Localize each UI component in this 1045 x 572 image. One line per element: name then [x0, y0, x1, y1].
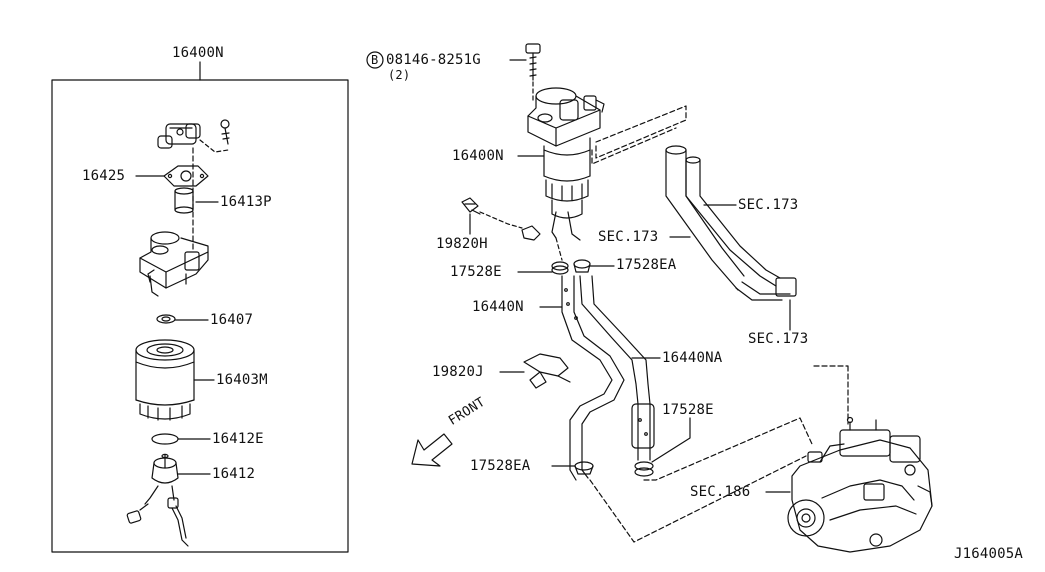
- gasket-16425: [163, 165, 209, 187]
- connector-19820H: [461, 197, 481, 215]
- small-bolt-icon: [220, 119, 230, 145]
- label-16440NA: 16440NA: [662, 350, 723, 366]
- label-17528E-low: 17528E: [662, 402, 714, 418]
- priming-valve-head: [157, 123, 201, 149]
- assembly-box: [51, 79, 349, 553]
- return-hoses: [665, 145, 797, 301]
- label-19820J: 19820J: [432, 364, 484, 380]
- clamp-17528E-low: [634, 461, 654, 477]
- label-16407: 16407: [210, 312, 254, 328]
- connector-plug: [521, 225, 541, 241]
- gasket-16412E: [151, 433, 179, 445]
- label-19820H: 19820H: [436, 236, 488, 252]
- connector-dash: [479, 211, 523, 229]
- front-arrow-icon: [411, 433, 453, 467]
- circle-b-letter: B: [371, 53, 379, 67]
- main-filter-assembly: [527, 87, 605, 241]
- bolt-08146: [525, 43, 541, 81]
- bracket-19820J: [523, 353, 571, 389]
- leader-17528E-low: [651, 417, 691, 463]
- clamp-17528E-top: [551, 261, 569, 275]
- fuel-hoses: [561, 275, 655, 481]
- label-sec186: SEC.186: [690, 484, 751, 500]
- label-sec173-c: SEC.173: [748, 331, 809, 347]
- sensor-16412: [126, 453, 189, 547]
- label-sec173-a: SEC.173: [738, 197, 799, 213]
- label-bolt-qty: (2): [388, 68, 411, 82]
- label-17528EA-top: 17528EA: [616, 257, 677, 273]
- bolt-dash-line: [199, 139, 229, 153]
- label-bolt-08146: 08146-8251G: [386, 52, 481, 68]
- filter-center-dash: [555, 237, 563, 261]
- sleeve-16413P: [174, 187, 194, 214]
- label-16425: 16425: [82, 168, 126, 184]
- cartridge-16403M: [135, 339, 195, 421]
- clamp-17528EA-top: [573, 259, 591, 273]
- label-16403M: 16403M: [216, 372, 268, 388]
- filter-head: [139, 231, 209, 297]
- circle-b-icon: [366, 51, 384, 69]
- pump-dash-lines: [589, 365, 849, 543]
- injection-pump: [787, 416, 933, 553]
- label-16413P: 16413P: [220, 194, 272, 210]
- label-16400N-main: 16400N: [452, 148, 504, 164]
- oring-16407: [156, 314, 176, 324]
- label-assembly-16400N: 16400N: [172, 45, 224, 61]
- filter-return-dash: [591, 105, 687, 165]
- label-16412: 16412: [212, 466, 256, 482]
- label-17528E-top: 17528E: [450, 264, 502, 280]
- drawing-id: J164005A: [954, 546, 1024, 562]
- label-sec173-b: SEC.173: [598, 229, 659, 245]
- label-16412E: 16412E: [212, 431, 264, 447]
- label-16440N: 16440N: [472, 299, 524, 315]
- label-17528EA-low: 17528EA: [470, 458, 531, 474]
